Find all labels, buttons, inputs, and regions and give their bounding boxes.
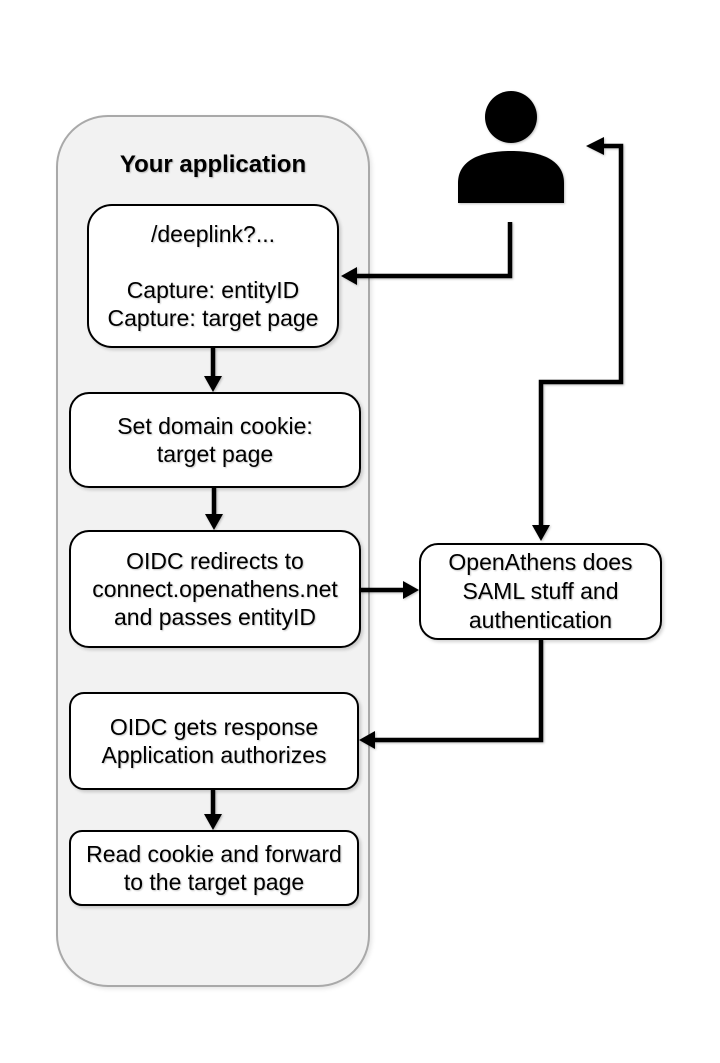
- arrow-openathens-user-auth: [532, 137, 624, 541]
- node-oidc-redirect: OIDC redirects to connect.openathens.net…: [69, 530, 361, 648]
- node-read-cookie: Read cookie and forward to the target pa…: [69, 830, 359, 906]
- node-set-domain-cookie: Set domain cookie: target page: [69, 392, 361, 488]
- arrow-openathens-to-oidc-response: [359, 640, 544, 749]
- node-oidc-response: OIDC gets response Application authorize…: [69, 692, 359, 790]
- node-deeplink: /deeplink?... Capture: entityID Capture:…: [87, 204, 339, 348]
- diagram-title: Your application: [119, 151, 307, 178]
- node-openathens-saml: OpenAthens does SAML stuff and authentic…: [419, 543, 662, 640]
- user-icon: [458, 91, 564, 203]
